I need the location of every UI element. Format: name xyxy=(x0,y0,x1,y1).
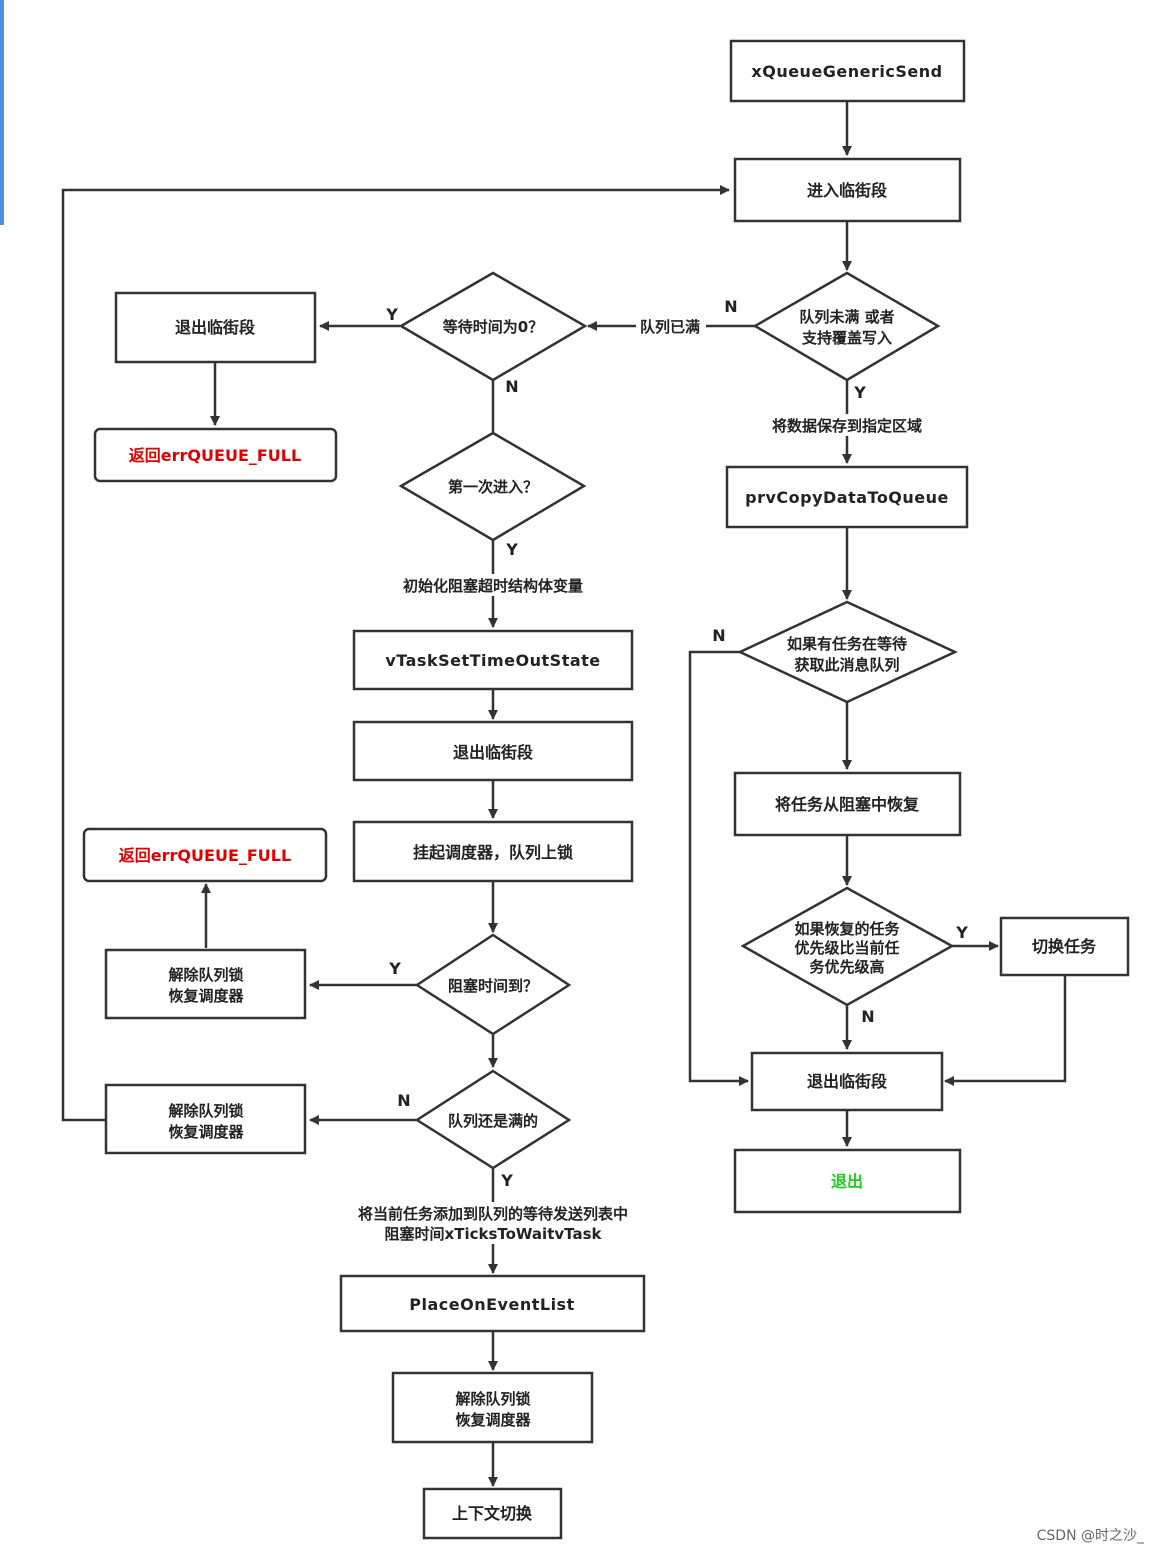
edge-switchtask-to-exit3 xyxy=(944,975,1067,1086)
exit-node: 退出 xyxy=(733,1148,962,1214)
exit-critical-3-label: 退出临街段 xyxy=(807,1072,888,1091)
enter-critical-label: 进入临街段 xyxy=(807,181,888,200)
unlock-resume-node-3: 解除队列锁 恢复调度器 xyxy=(391,1371,594,1444)
label-n-zero: N xyxy=(505,377,518,396)
switch-task-label: 切换任务 xyxy=(1032,937,1097,956)
queue-still-full-decision: 队列还是满的 xyxy=(414,1069,572,1170)
block-timeout-decision: 阻塞时间到？ xyxy=(414,933,572,1036)
label-y-notfull: Y xyxy=(853,383,866,402)
set-timeout-label: vTaskSetTimeOutState xyxy=(385,651,600,670)
label-add-to-list-line2: 阻塞时间xTicksToWaitvTask xyxy=(385,1225,603,1243)
start-node-label: xQueueGenericSend xyxy=(751,62,942,81)
label-y-priority: Y xyxy=(955,923,968,942)
start-node: xQueueGenericSend xyxy=(729,39,966,103)
switch-task-node: 切换任务 xyxy=(999,916,1130,977)
resume-task-label: 将任务从阻塞中恢复 xyxy=(775,795,920,814)
return-full-2-label: 返回errQUEUE_FULL xyxy=(119,846,291,865)
label-y-timeout: Y xyxy=(388,959,401,978)
unlock-resume-node-2: 解除队列锁 恢复调度器 xyxy=(104,1083,307,1155)
edges xyxy=(61,101,1067,1487)
label-n-stillfull: N xyxy=(397,1091,410,1110)
copy-data-label: prvCopyDataToQueue xyxy=(745,488,949,507)
unlock-resume-1-line2: 恢复调度器 xyxy=(168,987,244,1005)
resume-task-node: 将任务从阻塞中恢复 xyxy=(733,771,962,837)
context-switch-label: 上下文切换 xyxy=(452,1504,533,1523)
edge-labels: N 队列已满 Y N Y 初始化阻塞超时结构体变量 Y N Y 将当前任务添加到… xyxy=(343,297,968,1244)
enter-critical-node: 进入临街段 xyxy=(733,157,962,223)
csdn-watermark: CSDN @时之沙_ xyxy=(1037,1528,1145,1544)
task-waiting-decision: 如果有任务在等待 获取此消息队列 xyxy=(737,600,958,704)
wait-zero-decision: 等待时间为0？ xyxy=(398,271,588,382)
unlock-resume-node-1: 解除队列锁 恢复调度器 xyxy=(104,948,307,1020)
first-entry-label: 第一次进入？ xyxy=(448,478,538,496)
priority-check-line3: 务优先级高 xyxy=(809,958,884,976)
label-n-priority: N xyxy=(861,1007,874,1026)
label-n-full: N xyxy=(724,297,737,316)
unlock-resume-3-line2: 恢复调度器 xyxy=(455,1411,531,1429)
task-waiting-line2: 获取此消息队列 xyxy=(794,656,899,674)
priority-check-line2: 优先级比当前任 xyxy=(794,939,899,957)
queue-check-line2: 支持覆盖写入 xyxy=(801,329,892,347)
left-accent-bar xyxy=(0,0,4,225)
queue-check-decision: 队列未满 或者 支持覆盖写入 xyxy=(752,271,941,382)
exit-critical-1-label: 退出临街段 xyxy=(175,318,256,337)
place-on-event-node: PlaceOnEventList xyxy=(339,1274,646,1333)
unlock-resume-3-line1: 解除队列锁 xyxy=(455,1390,530,1408)
context-switch-node: 上下文切换 xyxy=(422,1487,563,1540)
return-full-node-2: 返回errQUEUE_FULL xyxy=(82,827,328,883)
suspend-lock-label: 挂起调度器，队列上锁 xyxy=(413,843,573,862)
block-timeout-label: 阻塞时间到？ xyxy=(448,977,538,995)
label-y-stillfull: Y xyxy=(500,1171,513,1190)
return-full-node-1: 返回errQUEUE_FULL xyxy=(93,427,338,483)
unlock-resume-1-line1: 解除队列锁 xyxy=(168,966,243,984)
place-on-event-label: PlaceOnEventList xyxy=(409,1295,574,1314)
edge-unlock2-loop-back xyxy=(61,185,730,1122)
priority-check-decision: 如果恢复的任务 优先级比当前任 务优先级高 xyxy=(740,886,955,1007)
suspend-lock-node: 挂起调度器，队列上锁 xyxy=(352,820,634,883)
set-timeout-node: vTaskSetTimeOutState xyxy=(352,629,634,691)
first-entry-decision: 第一次进入？ xyxy=(398,431,587,542)
exit-critical-node-1: 退出临街段 xyxy=(114,291,317,364)
edge-waiting-no-to-exit3 xyxy=(688,650,749,1086)
exit-critical-node-2: 退出临街段 xyxy=(352,720,634,782)
copy-data-node: prvCopyDataToQueue xyxy=(725,465,969,529)
exit-critical-2-label: 退出临街段 xyxy=(453,743,534,762)
label-n-waiting: N xyxy=(712,626,725,645)
label-y-first: Y xyxy=(505,540,518,559)
exit-critical-node-3: 退出临街段 xyxy=(750,1051,944,1112)
exit-label: 退出 xyxy=(831,1172,863,1191)
label-init-timeout: 初始化阻塞超时结构体变量 xyxy=(403,577,583,595)
unlock-resume-2-line2: 恢复调度器 xyxy=(168,1123,244,1141)
task-waiting-line1: 如果有任务在等待 xyxy=(787,635,907,653)
wait-zero-label: 等待时间为0？ xyxy=(443,318,543,336)
priority-check-line1: 如果恢复的任务 xyxy=(794,920,900,938)
label-add-to-list-line1: 将当前任务添加到队列的等待发送列表中 xyxy=(358,1205,628,1223)
queue-still-full-label: 队列还是满的 xyxy=(448,1112,538,1130)
label-queue-full: 队列已满 xyxy=(640,318,700,336)
label-y-zero: Y xyxy=(385,305,398,324)
queue-check-line1: 队列未满 或者 xyxy=(799,308,894,326)
unlock-resume-2-line1: 解除队列锁 xyxy=(168,1102,243,1120)
return-full-1-label: 返回errQUEUE_FULL xyxy=(129,446,301,465)
label-save-data: 将数据保存到指定区域 xyxy=(772,417,922,435)
